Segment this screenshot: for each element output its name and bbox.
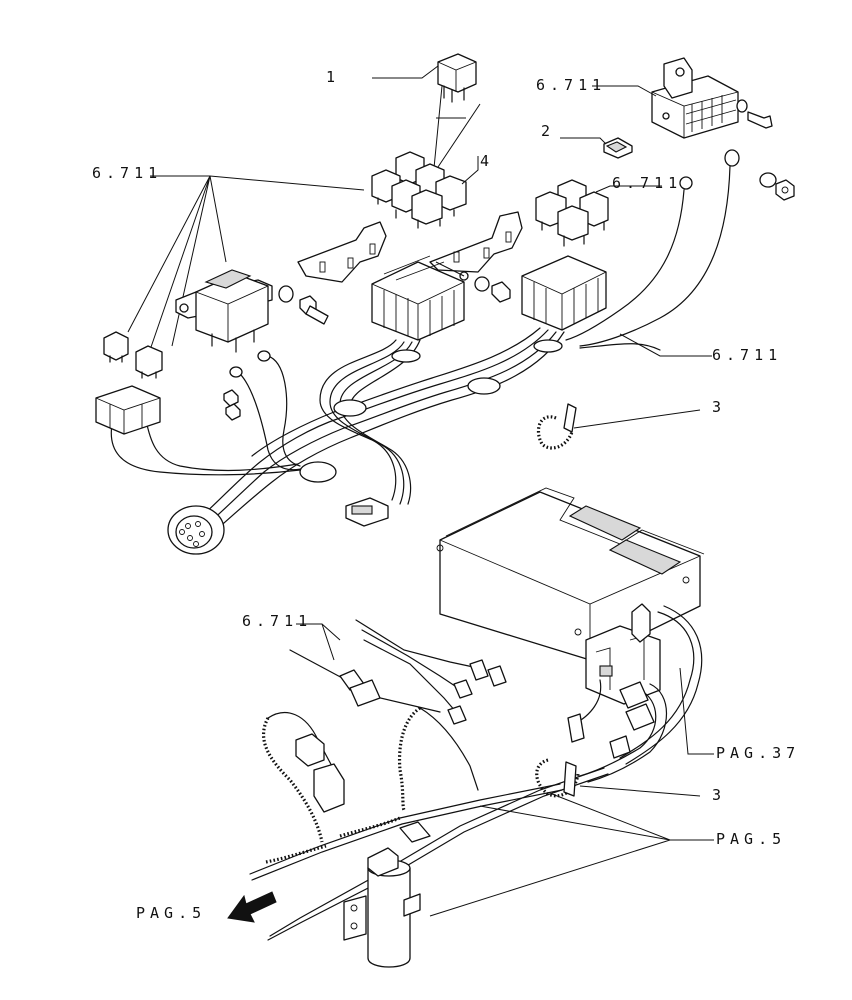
washer-bolt-center bbox=[435, 261, 511, 303]
leader-6711-sensor bbox=[296, 623, 341, 661]
pressure-switch bbox=[295, 733, 431, 843]
callout-6711-relays: 6.711 bbox=[612, 174, 682, 192]
relay-cluster-item-4 bbox=[371, 151, 467, 229]
arrow-left-down-icon bbox=[227, 891, 277, 923]
callout-item-3-lower: 3 bbox=[712, 786, 726, 804]
cable-tie-part-3-lower bbox=[535, 758, 580, 798]
large-relay-with-bracket bbox=[175, 269, 273, 353]
leader-item-3-lower bbox=[579, 785, 701, 797]
leader-6711-top-right bbox=[592, 85, 657, 97]
receiver-drier bbox=[343, 847, 421, 968]
leader-6711-relays bbox=[595, 185, 662, 193]
bolt-left bbox=[299, 295, 329, 325]
callout-pag5-right: PAG.5 bbox=[716, 830, 786, 848]
callout-item-3-upper: 3 bbox=[712, 398, 726, 416]
callout-6711-sensor: 6.711 bbox=[242, 612, 312, 630]
flat-connector bbox=[345, 497, 389, 527]
mounting-bracket-right bbox=[429, 211, 523, 273]
mounting-bracket-left bbox=[297, 221, 387, 283]
cable-tie-part-3-upper bbox=[536, 403, 577, 450]
ring-terminals-left bbox=[223, 350, 271, 421]
callout-6711-left: 6.711 bbox=[92, 164, 162, 182]
relay-cluster-right bbox=[535, 179, 609, 247]
round-connector bbox=[167, 505, 225, 555]
leader-pag5-right bbox=[429, 793, 714, 917]
callout-item-1: 1 bbox=[326, 68, 340, 86]
fuse-part-2 bbox=[603, 137, 633, 159]
relay-part-1 bbox=[437, 53, 477, 103]
relay-pair-left bbox=[103, 331, 163, 379]
lower-ac-pipes bbox=[249, 767, 609, 941]
relay-socket-center bbox=[371, 255, 465, 341]
washer-left bbox=[278, 285, 294, 303]
fuse-box-assembly bbox=[651, 57, 773, 139]
leader-6711-left-fan bbox=[127, 175, 365, 351]
leader-item-2 bbox=[560, 137, 607, 145]
callout-pag5-left: PAG.5 bbox=[136, 904, 206, 922]
callout-item-2: 2 bbox=[541, 122, 555, 140]
coiled-cables bbox=[262, 706, 479, 864]
ring-terminals-right bbox=[679, 149, 795, 201]
sensor-harness bbox=[289, 619, 507, 725]
leader-item-1 bbox=[372, 65, 439, 79]
connector-block-left bbox=[95, 385, 161, 435]
leader-pag37 bbox=[679, 667, 714, 755]
harness-clamps bbox=[299, 339, 563, 483]
callout-6711-harness: 6.711 bbox=[712, 346, 782, 364]
callout-item-4: 4 bbox=[480, 152, 494, 170]
leader-6711-harness bbox=[619, 333, 712, 357]
relay-socket-right bbox=[521, 255, 607, 331]
callout-6711-top-right: 6.711 bbox=[536, 76, 606, 94]
leader-item-4 bbox=[461, 156, 479, 185]
leader-item-3-upper bbox=[573, 409, 701, 429]
main-wiring-harness bbox=[110, 165, 731, 531]
leader-relay-placement bbox=[433, 85, 481, 171]
callout-pag37: PAG.37 bbox=[716, 744, 800, 762]
